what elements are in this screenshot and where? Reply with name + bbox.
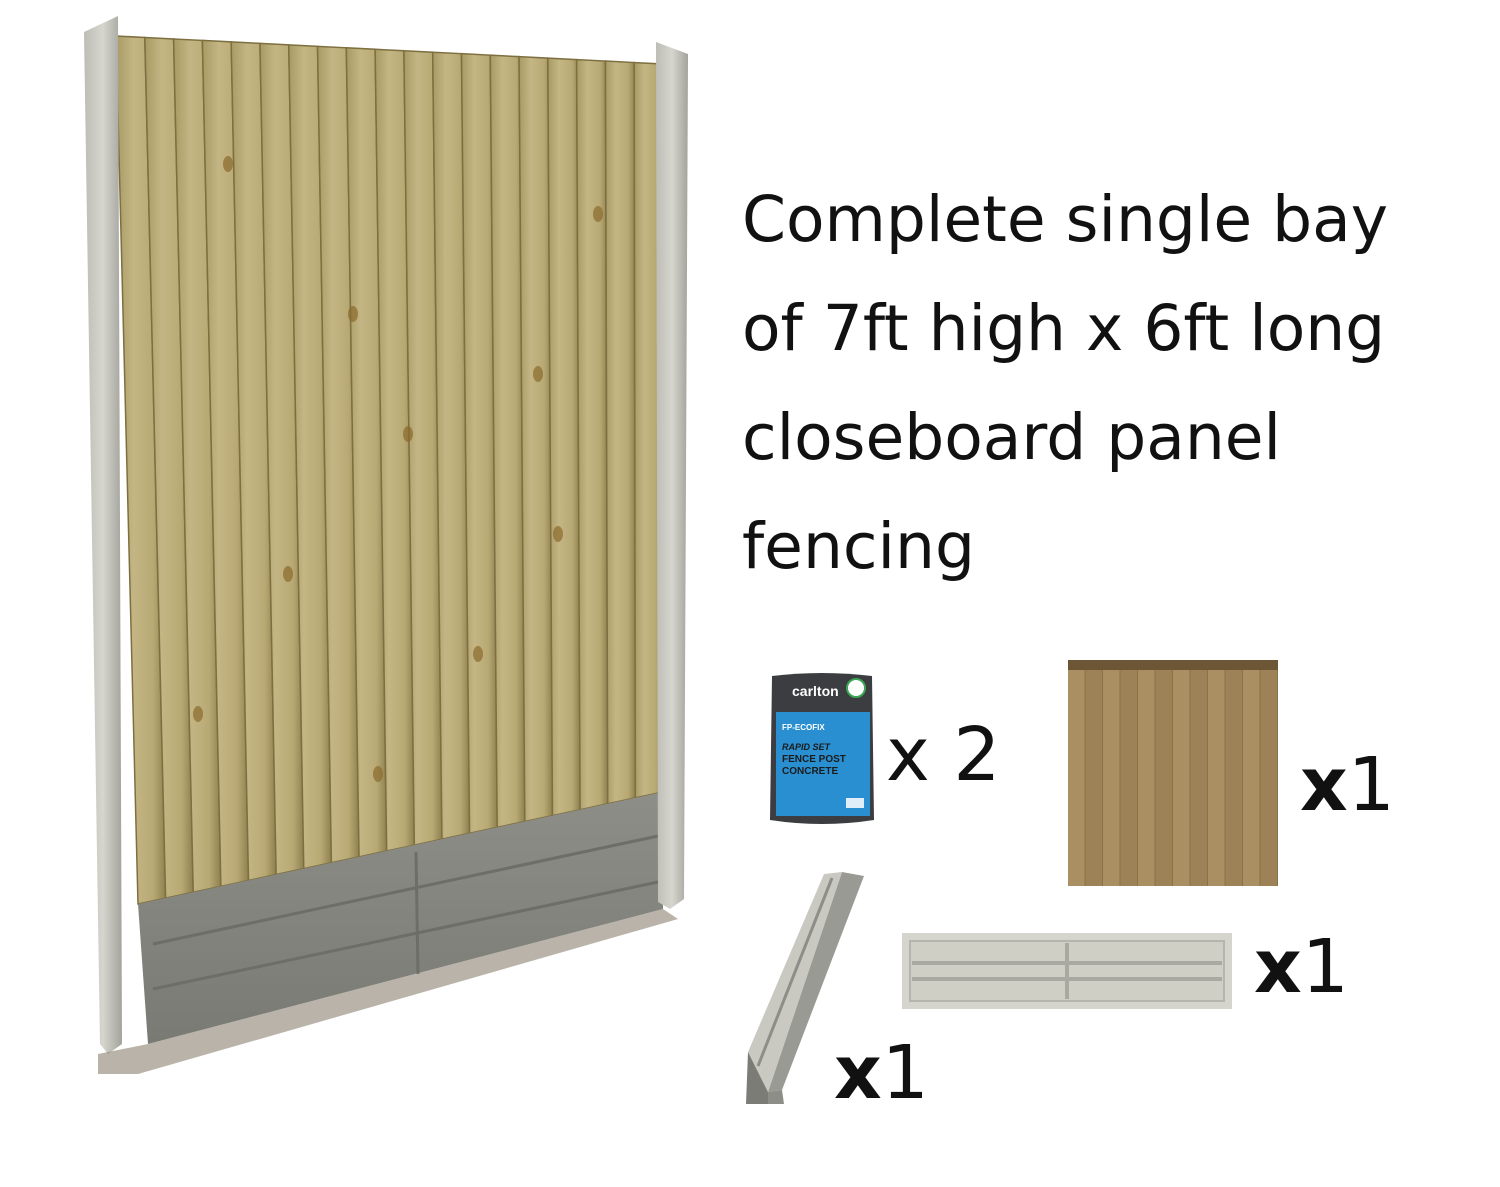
wood-knot (223, 156, 233, 172)
wood-knot (533, 366, 543, 382)
headline: Complete single bay of 7ft high x 6ft lo… (742, 165, 1482, 601)
gravel-board-quantity-n: 1 (1301, 924, 1349, 1010)
concrete-post-quantity-n: 1 (881, 1030, 929, 1116)
concrete-post-quantity-x: x (834, 1030, 882, 1116)
panel-board (1225, 660, 1242, 886)
concrete-post-quantity: x1 (834, 1030, 929, 1116)
panel-board (1173, 660, 1190, 886)
panel-board (1085, 660, 1102, 886)
fence-bay-image (84, 16, 688, 1074)
bag-subbrand-text: FP-ECOFIX (782, 723, 825, 732)
panel-board (1068, 660, 1085, 886)
postcrete-quantity: x 2 (886, 712, 1001, 798)
bag-line1-text: RAPID SET (782, 742, 832, 752)
panel-board (1190, 660, 1207, 886)
fence-panel-quantity-n: 1 (1347, 742, 1395, 828)
panel-board (1243, 660, 1260, 886)
fence-board (575, 58, 609, 811)
wood-knot (403, 426, 413, 442)
fence-panel-image (1068, 660, 1278, 886)
fence-board (547, 57, 581, 817)
gravel-board-quantity: x1 (1254, 924, 1349, 1010)
headline-line-4: fencing (742, 510, 975, 583)
panel-board (1260, 660, 1277, 886)
fence-board (604, 60, 637, 805)
wood-knot (193, 706, 203, 722)
bag-line2-text: FENCE POST (782, 754, 846, 765)
wood-knot (373, 766, 383, 782)
wood-knot (553, 526, 563, 542)
bag-brand-text: carlton (792, 683, 839, 699)
postcrete-bag-image: carlton FP-ECOFIX RAPID SET FENCE POST C… (770, 673, 874, 824)
wood-knot (473, 646, 483, 662)
fence-panel-quantity-x: x (1300, 742, 1348, 828)
panel-board (1208, 660, 1225, 886)
headline-line-2: of 7ft high x 6ft long (742, 292, 1386, 365)
headline-line-3: closeboard panel (742, 401, 1282, 474)
fence-panel-quantity: x1 (1300, 742, 1395, 828)
headline-line-1: Complete single bay (742, 183, 1389, 256)
panel-board (1138, 660, 1155, 886)
wood-knot (283, 566, 293, 582)
panel-board (1103, 660, 1120, 886)
fence-board (518, 55, 554, 823)
gravel-board-quantity-x: x (1254, 924, 1302, 1010)
concrete-post-image (746, 872, 864, 1104)
bag-line3-text: CONCRETE (782, 766, 838, 777)
gravel-board-image (902, 933, 1232, 1009)
wood-knot (348, 306, 358, 322)
panel-board (1155, 660, 1172, 886)
panel-board (1120, 660, 1137, 886)
wood-knot (593, 206, 603, 222)
